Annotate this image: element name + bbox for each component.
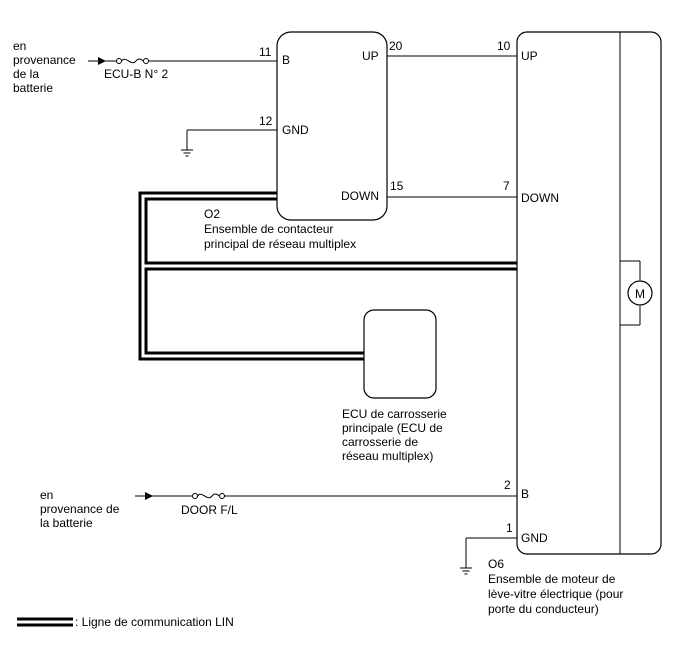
body-ecu-name: ECU de carrosserie principale (ECU de ca… bbox=[342, 407, 450, 463]
motor-pin-up-label: UP bbox=[521, 49, 538, 63]
ground-top-icon bbox=[181, 149, 193, 157]
switch-pin-b-label: B bbox=[282, 53, 290, 67]
fuse-bottom-icon bbox=[192, 493, 225, 499]
motor-pin-b-num: 2 bbox=[504, 478, 511, 492]
motor-pin-b-label: B bbox=[521, 487, 529, 501]
switch-pin-gnd-num: 12 bbox=[259, 114, 273, 128]
switch-pin-down-label: DOWN bbox=[341, 189, 379, 203]
switch-pin-up-num: 20 bbox=[389, 39, 403, 53]
body-ecu-box bbox=[363, 309, 437, 399]
motor-name: O6 Ensemble de moteur de lève-vitre élec… bbox=[488, 557, 627, 616]
switch-pin-b-num: 11 bbox=[259, 45, 272, 59]
motor-pin-up-num: 10 bbox=[497, 39, 511, 53]
fuse-top-label: ECU-B N° 2 bbox=[104, 67, 168, 81]
motor-pin-gnd-label: GND bbox=[521, 531, 548, 545]
motor-symbol-icon: M bbox=[620, 260, 653, 326]
ground-bottom-icon bbox=[460, 567, 472, 575]
switch-pin-down-num: 15 bbox=[390, 179, 404, 193]
motor-pin-gnd-num: 1 bbox=[506, 521, 513, 535]
fuse-top-icon bbox=[116, 58, 149, 64]
switch-pin-up-label: UP bbox=[362, 49, 379, 63]
motor-pin-down-num: 7 bbox=[503, 179, 510, 193]
switch-box bbox=[276, 31, 388, 221]
source-bottom-label: en provenance de la batterie bbox=[40, 488, 123, 530]
legend-text: : Ligne de communication LIN bbox=[75, 615, 234, 629]
motor-box bbox=[516, 31, 662, 555]
fuse-bottom-label: DOOR F/L bbox=[181, 503, 238, 517]
switch-name: O2 Ensemble de contacteur principal de r… bbox=[204, 207, 356, 251]
switch-pin-gnd-label: GND bbox=[282, 123, 309, 137]
svg-text:M: M bbox=[635, 287, 645, 301]
source-top-label: en provenance de la batterie bbox=[13, 39, 79, 95]
motor-pin-down-label: DOWN bbox=[521, 191, 559, 205]
lin-bus bbox=[138, 191, 518, 361]
